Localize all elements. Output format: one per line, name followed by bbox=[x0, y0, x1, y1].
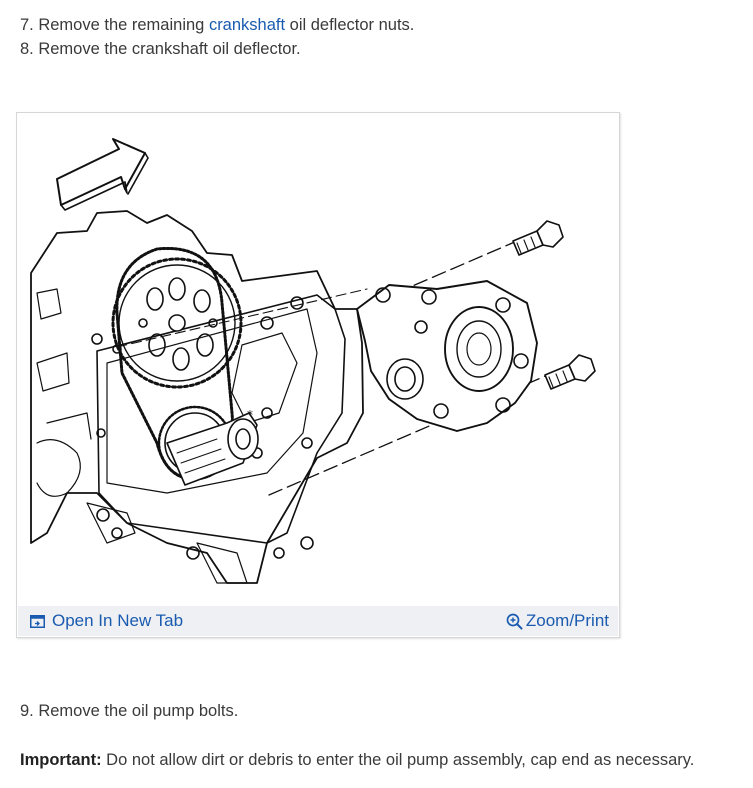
step-7: 7. Remove the remaining crankshaft oil d… bbox=[20, 15, 414, 35]
important-label: Important: bbox=[20, 751, 102, 769]
figure-card: * bbox=[16, 112, 620, 638]
zoom-print-label: Zoom/Print bbox=[525, 611, 609, 630]
open-in-new-tab-label: Open In New Tab bbox=[52, 611, 184, 630]
open-in-new-tab-link[interactable]: Open In New Tab bbox=[30, 611, 183, 631]
figure-toolbar: Open In New Tab Zoom/Print bbox=[18, 606, 618, 636]
open-in-new-tab-icon bbox=[30, 614, 45, 628]
svg-text:*: * bbox=[247, 408, 253, 422]
important-note: Important: Do not allow dirt or debris t… bbox=[20, 750, 694, 770]
step-8: 8. Remove the crankshaft oil deflector. bbox=[20, 40, 301, 58]
zoom-in-icon bbox=[506, 613, 523, 629]
important-text: Do not allow dirt or debris to enter the… bbox=[101, 751, 695, 769]
oil-pump-illustration: * bbox=[30, 138, 596, 584]
step-9: 9. Remove the oil pump bolts. bbox=[20, 702, 239, 720]
crankshaft-link[interactable]: crankshaft bbox=[208, 16, 286, 34]
step-7-text-end: oil deflector nuts. bbox=[285, 16, 415, 34]
step-7-text: 7. Remove the remaining bbox=[20, 16, 209, 34]
zoom-print-link[interactable]: Zoom/Print bbox=[506, 611, 609, 631]
